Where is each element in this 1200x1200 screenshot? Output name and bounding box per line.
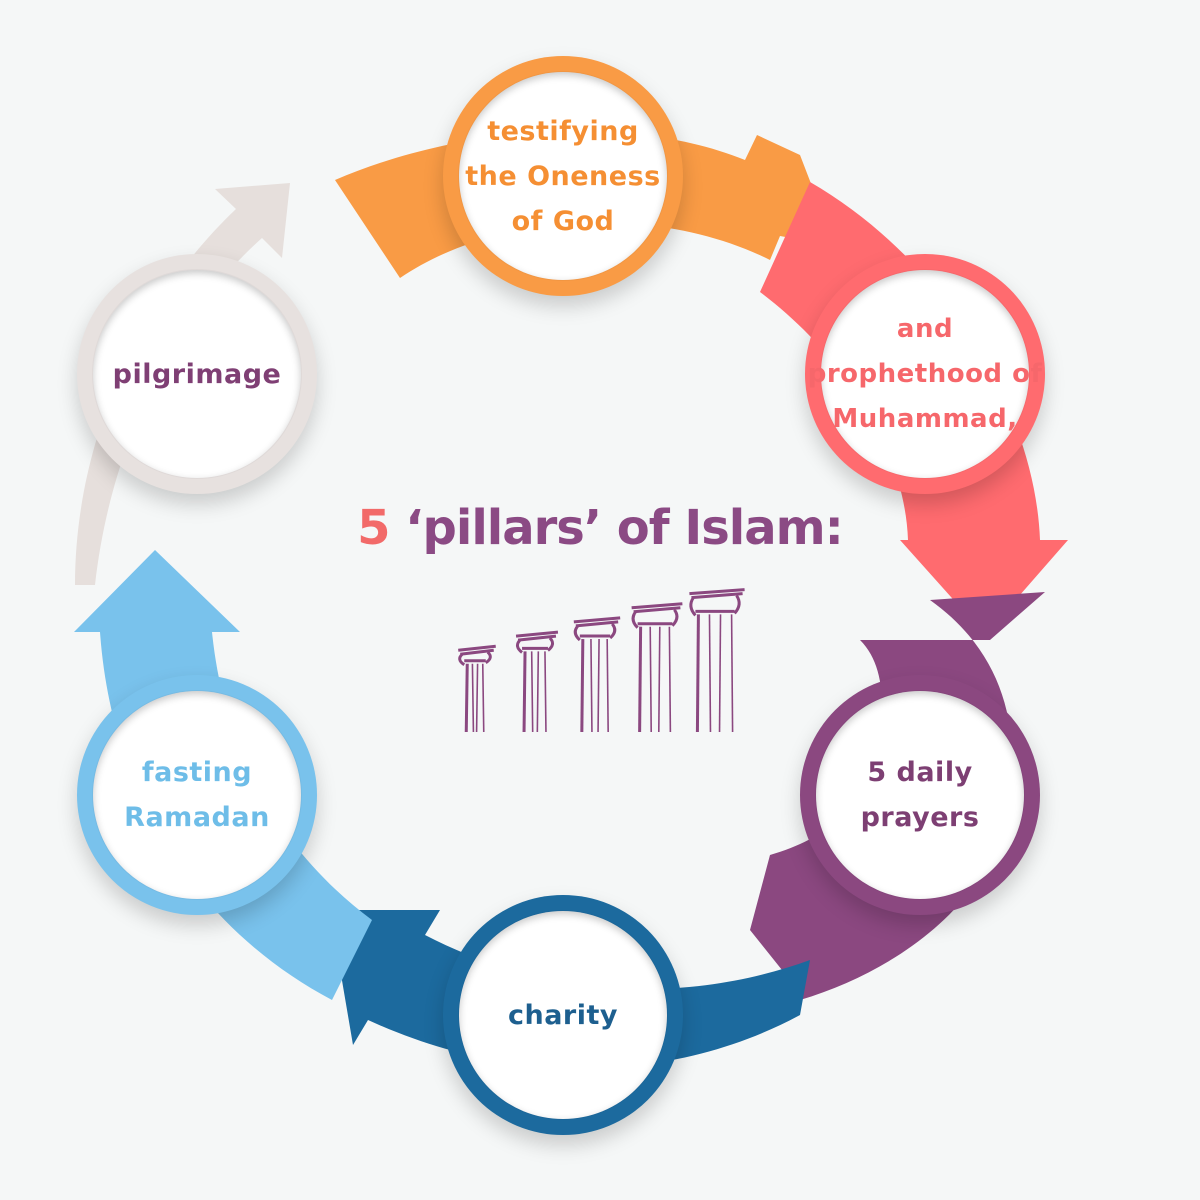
column-icon	[689, 588, 745, 733]
pillar-fasting-disc: fasting Ramadan	[93, 691, 301, 899]
pillar-prayers-label: 5 daily prayers	[860, 757, 980, 833]
pillar-prophethood-disc: and prophethood of Muhammad,	[808, 270, 1042, 478]
diagram-title: 5 ‘pillars’ of Islam:	[0, 500, 1200, 556]
pillar-charity: charity	[443, 895, 683, 1135]
pillar-prophethood: and prophethood of Muhammad,	[805, 254, 1045, 494]
pillar-prophethood-label: and prophethood of Muhammad,	[807, 313, 1043, 434]
greek-columns-icon	[458, 588, 745, 733]
pillar-charity-label: charity	[507, 999, 619, 1031]
column-icon	[515, 630, 559, 733]
pillar-fasting: fasting Ramadan	[77, 675, 317, 915]
pillar-pilgrimage-disc: pilgrimage	[93, 270, 301, 478]
title-text: ‘pillars’ of Islam:	[405, 500, 844, 556]
column-icon	[458, 644, 496, 733]
pillar-pilgrimage: pilgrimage	[77, 254, 317, 494]
pillar-prayers-disc: 5 daily prayers	[816, 691, 1024, 899]
pillar-pilgrimage-label: pilgrimage	[112, 358, 282, 390]
column-icon	[573, 616, 621, 733]
pillar-prayers: 5 daily prayers	[800, 675, 1040, 915]
column-icon	[631, 602, 683, 733]
pillar-fasting-label: fasting Ramadan	[124, 757, 270, 833]
pillar-charity-disc: charity	[459, 911, 667, 1119]
title-number: 5	[357, 500, 390, 556]
pillar-testifying-label: testifying the Oneness of God	[465, 115, 661, 237]
pillar-testifying-disc: testifying the Oneness of God	[459, 72, 667, 280]
pillar-testifying: testifying the Oneness of God	[443, 56, 683, 296]
